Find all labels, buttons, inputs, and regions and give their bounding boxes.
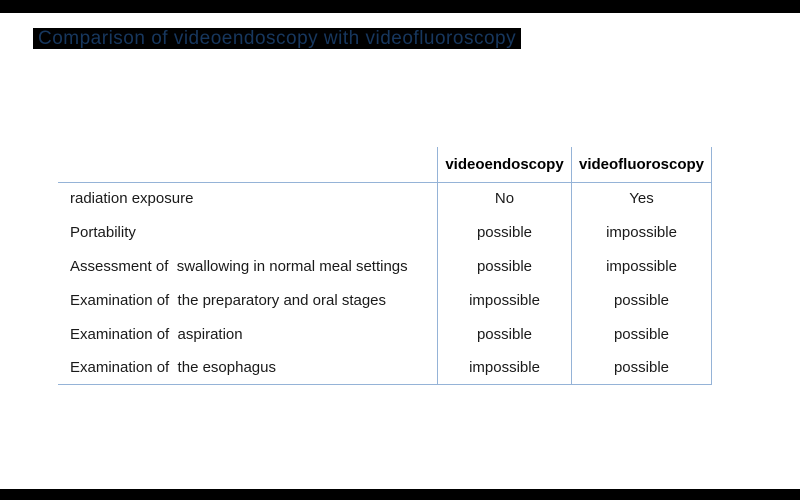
cell-videofluoroscopy: possible (571, 351, 712, 385)
cell-videoendoscopy: possible (437, 249, 571, 283)
cell-videofluoroscopy: impossible (571, 215, 712, 249)
cell-videofluoroscopy: possible (571, 283, 712, 317)
row-label: Assessment of swallowing in normal meal … (70, 257, 408, 275)
cell-videoendoscopy: No (437, 181, 571, 215)
table-header-videoendoscopy: videoendoscopy (437, 147, 571, 183)
row-label: Examination of the preparatory and oral … (70, 291, 387, 309)
row-label: Examination of the esophagus (58, 351, 437, 385)
cell-videoendoscopy: impossible (437, 283, 571, 317)
cell-videoendoscopy: impossible (437, 351, 571, 385)
top-black-bar (0, 0, 800, 13)
comparison-table: videoendoscopy videofluoroscopy radiatio… (58, 147, 712, 385)
cell-videoendoscopy: possible (437, 317, 571, 351)
row-label: radiation exposure (70, 189, 194, 207)
row-label: Examination of aspiration (70, 325, 243, 343)
table-header-videofluoroscopy: videofluoroscopy (571, 147, 712, 183)
slide-title: Comparison of videoendoscopy with videof… (33, 28, 522, 49)
cell-videofluoroscopy: possible (571, 317, 712, 351)
cell-videoendoscopy: possible (437, 215, 571, 249)
cell-videofluoroscopy: impossible (571, 249, 712, 283)
bottom-black-bar (0, 489, 800, 500)
table-header-blank (58, 147, 437, 183)
cell-videofluoroscopy: Yes (571, 181, 712, 215)
row-label: Portability (70, 223, 136, 241)
